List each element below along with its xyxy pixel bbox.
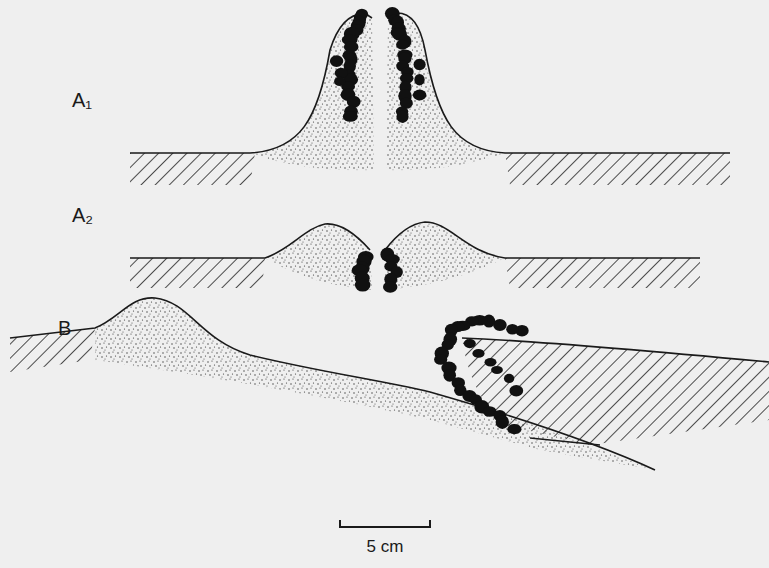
soil-pellet	[383, 281, 397, 293]
casting-mound	[386, 13, 505, 170]
profile-a1	[130, 7, 730, 185]
soil-pellet	[414, 59, 426, 71]
scale-bar	[340, 520, 430, 528]
casting-mound	[250, 14, 374, 170]
soil-pellet	[493, 319, 507, 331]
soil-pellet	[504, 374, 514, 383]
soil-pellet	[334, 77, 345, 86]
soil-pellet	[485, 358, 497, 366]
soil-pellet	[396, 111, 408, 123]
profile-label: A₂	[72, 205, 93, 225]
soil-pellet	[414, 74, 424, 86]
soil-pellet	[343, 111, 358, 122]
ground-hatching	[130, 153, 255, 185]
ground-hatching	[130, 258, 265, 288]
soil-pellet	[355, 279, 371, 292]
soil-pellet	[509, 385, 523, 396]
soil-pellet	[496, 415, 509, 429]
profile-b	[10, 298, 769, 470]
soil-pellet	[507, 424, 521, 434]
soil-pellet	[506, 324, 518, 335]
soil-pellet	[413, 90, 427, 101]
ground-hatching	[462, 338, 769, 445]
soil-pellet	[330, 55, 343, 67]
casting-mound	[265, 224, 372, 290]
soil-pellet	[464, 339, 476, 348]
ground-hatching	[10, 328, 95, 372]
soil-pellet	[472, 349, 484, 358]
ground-hatching	[505, 258, 700, 288]
profile-label: A₁	[72, 90, 92, 110]
soil-pellet	[491, 366, 503, 374]
soil-pellet	[335, 68, 348, 79]
profile-label: B	[58, 318, 71, 338]
soil-pellet	[396, 40, 408, 50]
profile-a2	[130, 222, 700, 293]
scale-label: 5 cm	[367, 538, 404, 555]
ground-hatching	[505, 153, 730, 185]
